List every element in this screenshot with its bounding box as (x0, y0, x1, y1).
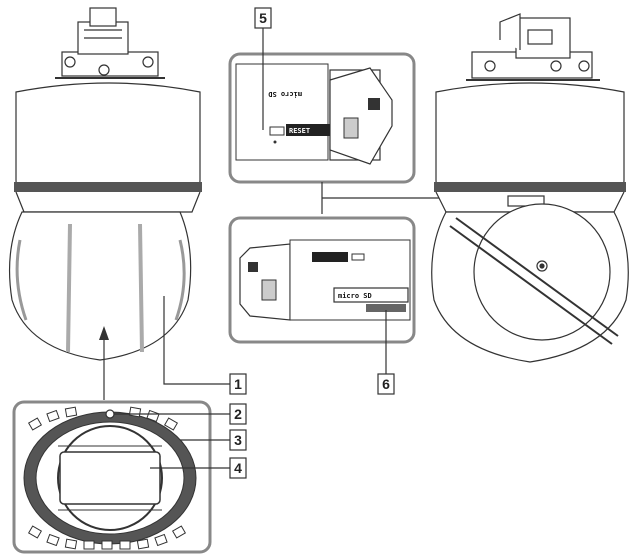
leader-1 (163, 296, 230, 385)
callout-5-number: 5 (259, 10, 267, 26)
callout-1-number: 1 (234, 376, 242, 392)
callout-6-number: 6 (382, 376, 390, 392)
left-arrow (99, 326, 109, 400)
callout-1: 1 (229, 373, 247, 395)
right-dome-slash (449, 225, 613, 345)
callout-2-number: 2 (234, 406, 242, 422)
reset-inset: RESET micro SD (228, 52, 416, 184)
micro-sd-label: micro SD (338, 292, 372, 300)
callout-2: 2 (229, 403, 247, 425)
callout-3-number: 3 (234, 432, 242, 448)
left-camera (8, 7, 202, 361)
sd-inset: micro SD (228, 216, 416, 344)
micro-sd-label-top: micro SD (268, 90, 302, 98)
right-top-mount (466, 13, 600, 81)
ir-led-array (27, 406, 187, 550)
illuminance-sensor (105, 409, 115, 419)
callout-3: 3 (229, 429, 247, 451)
right-camera (431, 13, 629, 363)
right-dome-window (473, 203, 611, 341)
callout-5: 5 (254, 7, 272, 130)
left-housing-band (14, 182, 202, 192)
left-dome (8, 211, 192, 361)
left-top-mount (55, 7, 165, 79)
callout-4-number: 4 (234, 460, 242, 476)
reset-label: RESET (289, 127, 310, 135)
callout-4: 4 (229, 457, 247, 479)
lens (57, 425, 163, 531)
micro-sd-slot (333, 287, 409, 303)
lens-inset (12, 400, 212, 554)
callout-6: 6 (377, 310, 395, 395)
reset-button (286, 124, 330, 136)
